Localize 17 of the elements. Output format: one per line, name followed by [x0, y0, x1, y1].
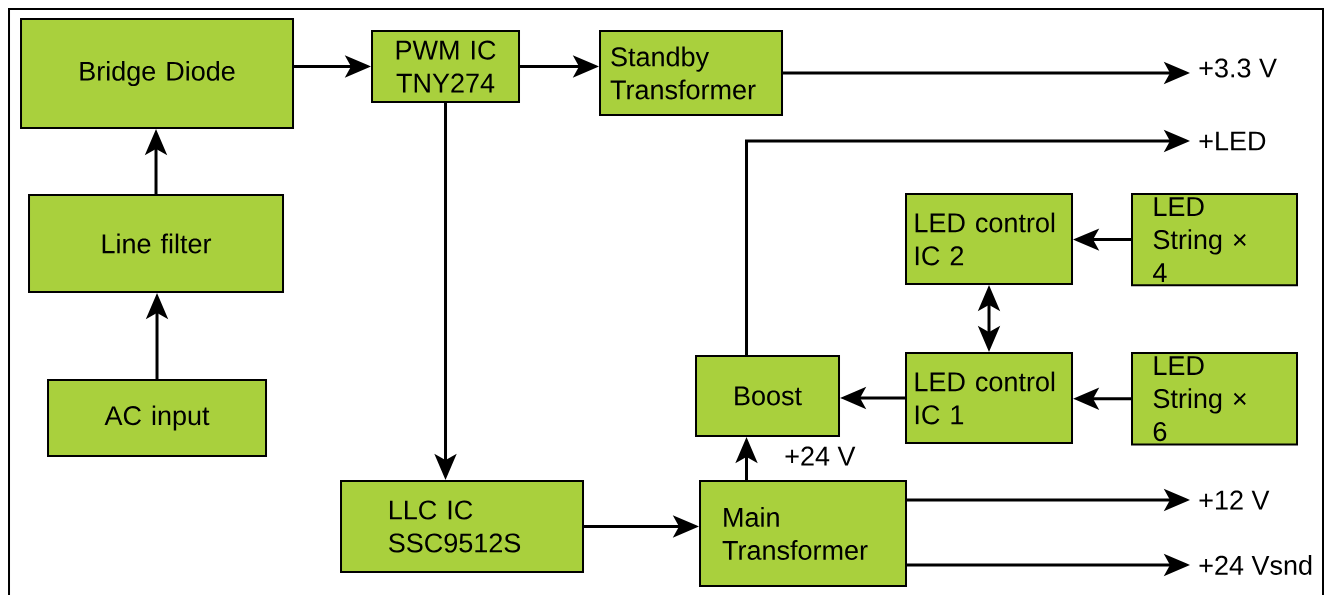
- output-label: +LED: [1199, 131, 1266, 151]
- block-box: LED control IC 2: [905, 193, 1073, 285]
- output-label: +3.3 V: [1199, 58, 1277, 78]
- block-box: AC input: [47, 379, 267, 457]
- block-box: Standby Transformer: [599, 30, 783, 116]
- output-label: +12 V: [1199, 490, 1270, 510]
- block-box: Bridge Diode: [20, 18, 294, 129]
- edge-label: +24 V: [785, 446, 856, 466]
- block-box: Main Transformer: [699, 480, 907, 587]
- block-box: LLC IC SSC9512S: [340, 480, 584, 573]
- block-box: Line filter: [28, 194, 284, 293]
- block-box: PWM IC TNY274: [371, 30, 520, 103]
- block-box: LED String × 4: [1131, 193, 1298, 287]
- block-box: Boost: [695, 355, 840, 437]
- block-box: LED String × 6: [1131, 352, 1298, 446]
- block-box: LED control IC 1: [905, 352, 1073, 444]
- output-label: +24 Vsnd: [1199, 555, 1312, 575]
